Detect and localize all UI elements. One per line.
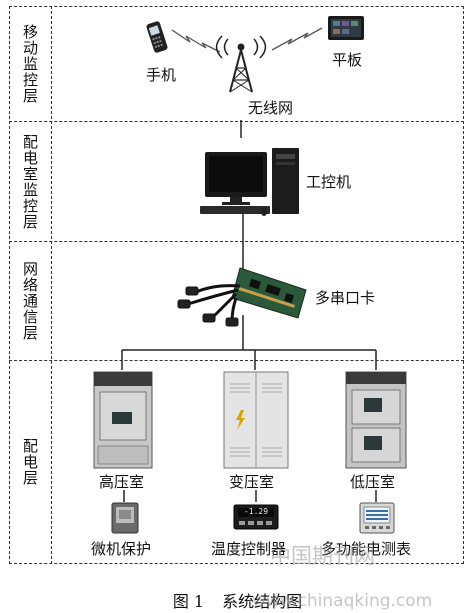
diagram-frame [9, 6, 464, 564]
high-voltage-label: 高压室 [99, 473, 145, 491]
multi-meter-label: 多功能电测表 [321, 540, 412, 558]
micro-protection-icon [111, 502, 139, 534]
tablet-label: 平板 [332, 51, 363, 69]
signal-right-icon [271, 27, 323, 51]
low-voltage-label: 低压室 [350, 473, 396, 491]
layer-label-control-room: 配电室监控层 [21, 133, 39, 230]
figure-title: 系统结构图 [222, 592, 303, 611]
temp-controller-label: 温度控制器 [211, 540, 287, 558]
antenna-tower-icon [215, 35, 267, 93]
layer-divider [9, 121, 464, 122]
tablet-icon [328, 16, 364, 40]
high-voltage-cabinet-icon [93, 371, 153, 469]
figure-caption: 图 1 系统结构图 [0, 588, 475, 612]
transformer-cabinet-icon [223, 371, 289, 469]
serial-card-label: 多串口卡 [315, 289, 376, 307]
temperature-readout: -1.29 [243, 507, 269, 516]
low-voltage-cabinet-icon [345, 371, 407, 469]
watermark-cn: 中国期刊网 [270, 544, 375, 568]
phone-label: 手机 [146, 66, 177, 84]
signal-left-icon [171, 29, 221, 53]
transformer-label: 变压室 [229, 473, 275, 491]
serial-card-icon [177, 267, 307, 327]
figure-number: 图 1 [172, 592, 205, 611]
watermark-url: www.chinaqking.com [252, 591, 433, 611]
layer-divider [9, 241, 464, 242]
layer-label-network: 网络通信层 [21, 261, 39, 341]
micro-protection-label: 微机保护 [91, 540, 152, 558]
layer-label-mobile: 移动监控层 [21, 24, 39, 104]
layer-divider [9, 360, 464, 361]
multi-function-meter-icon [359, 502, 395, 534]
phone-icon [146, 21, 168, 53]
distribution-bus [121, 315, 377, 370]
label-column-divider [51, 6, 52, 564]
wireless-label: 无线网 [248, 99, 294, 117]
temperature-controller-icon [233, 504, 279, 530]
ipc-label: 工控机 [306, 173, 352, 191]
layer-label-distribution: 配电层 [21, 438, 39, 486]
computer-icon [200, 148, 299, 216]
